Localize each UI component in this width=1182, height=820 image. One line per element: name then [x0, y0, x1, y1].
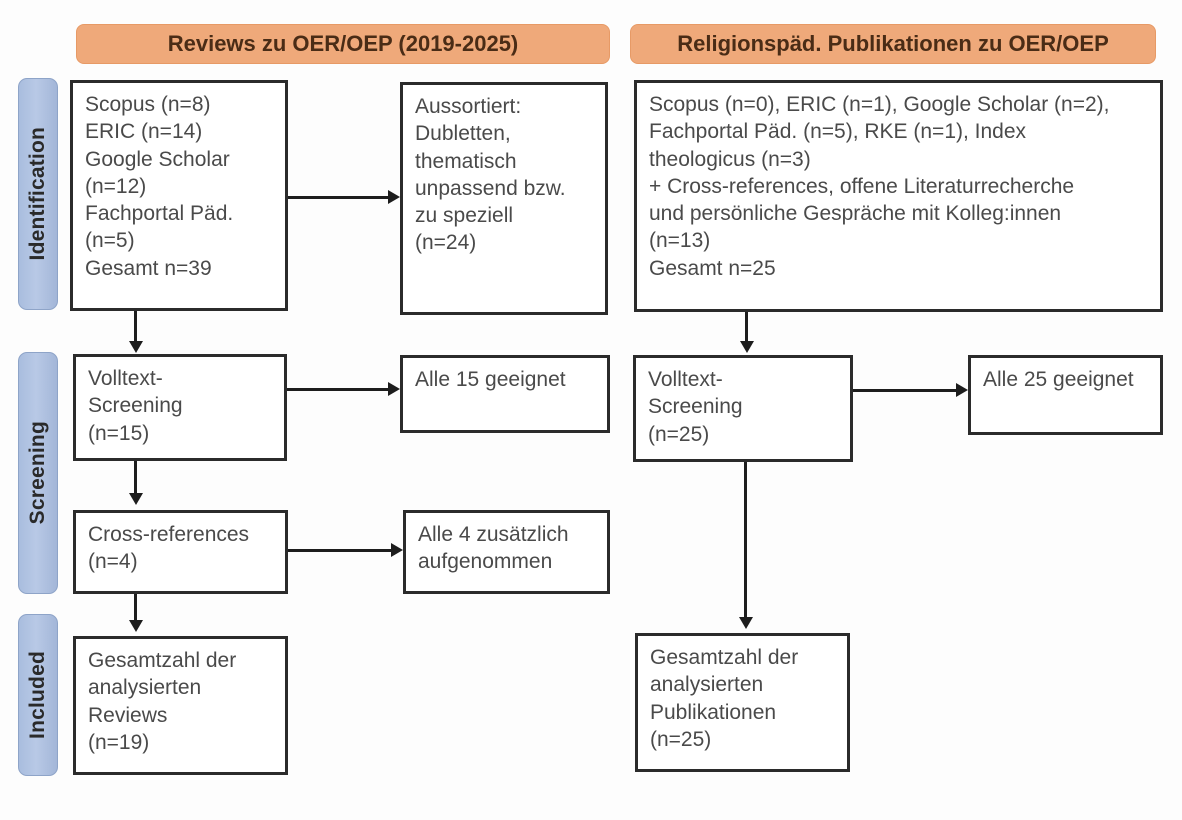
arrowhead-left-sources-to-excluded — [388, 190, 400, 204]
box-line: Alle 25 geeignet — [983, 368, 1134, 391]
box-line: Screening — [648, 395, 743, 419]
column-banner-reviews: Reviews zu OER/OEP (2019-2025) — [76, 24, 610, 64]
box-line: Gesamtzahl der — [650, 646, 799, 669]
box-line: (n=12) — [85, 174, 147, 198]
box-line: aufgenommen — [418, 550, 553, 574]
box-line: thematisch — [415, 149, 517, 173]
box-line: und persönliche Gespräche mit Kolleg:inn… — [649, 202, 1062, 226]
box-line: Gesamt n=25 — [649, 256, 776, 280]
right-included-total: Gesamtzahl der analysierten Publikatione… — [635, 633, 850, 772]
box-line: (n=13) — [649, 229, 711, 253]
arrowhead-right-fulltext-to-result — [956, 383, 968, 397]
connector-right-sources-to-fulltext — [745, 312, 748, 343]
box-line: (n=25) — [650, 727, 712, 751]
box-line: Gesamt n=39 — [85, 256, 212, 280]
box-line: Fachportal Päd. — [85, 202, 234, 226]
stage-bar-identification: Identification — [18, 78, 58, 310]
box-line: Cross-references — [88, 523, 250, 546]
connector-left-fulltext-to-crossrefs — [134, 461, 137, 494]
stage-label-screening: Screening — [26, 421, 49, 525]
box-line: Aussortiert: — [415, 95, 522, 118]
box-line: (n=4) — [88, 550, 138, 574]
box-line: Fachportal Päd. (n=5), RKE (n=1), Index — [649, 120, 1027, 144]
arrowhead-left-fulltext-to-result — [388, 382, 400, 396]
box-line: Volltext- — [88, 367, 163, 390]
left-fulltext-screening: Volltext- Screening (n=15) — [73, 354, 287, 461]
box-line: Scopus (n=0), ERIC (n=1), Google Scholar… — [649, 93, 1110, 116]
right-fulltext-screening: Volltext- Screening (n=25) — [633, 355, 853, 462]
box-line: ERIC (n=14) — [85, 120, 203, 144]
left-cross-references-result: Alle 4 zusätzlich aufgenommen — [403, 510, 610, 594]
arrowhead-left-crossrefs-to-result — [391, 543, 403, 557]
right-identification-sources: Scopus (n=0), ERIC (n=1), Google Scholar… — [634, 80, 1163, 312]
left-fulltext-result: Alle 15 geeignet — [400, 355, 610, 433]
arrowhead-right-fulltext-to-included — [739, 617, 753, 629]
box-line: Reviews — [88, 703, 168, 727]
left-identification-sources: Scopus (n=8) ERIC (n=14) Google Scholar … — [70, 80, 288, 311]
box-line: Gesamtzahl der — [88, 649, 237, 672]
stage-bar-screening: Screening — [18, 352, 58, 594]
box-line: Volltext- — [648, 368, 723, 391]
column-banner-religionspaed-label: Religionspäd. Publikationen zu OER/OEP — [677, 31, 1109, 56]
box-line: (n=5) — [85, 229, 135, 253]
box-line: Alle 4 zusätzlich — [418, 523, 569, 546]
box-line: (n=19) — [88, 730, 150, 754]
connector-right-fulltext-to-result — [853, 389, 956, 392]
stage-label-included: Included — [26, 651, 49, 739]
box-line: Dubletten, — [415, 122, 511, 146]
box-line: analysierten — [88, 676, 202, 700]
connector-left-fulltext-to-result — [287, 388, 388, 391]
box-line: Scopus (n=8) — [85, 93, 211, 116]
column-banner-reviews-label: Reviews zu OER/OEP (2019-2025) — [167, 31, 519, 56]
box-line: unpassend bzw. — [415, 176, 566, 200]
box-line: Publikationen — [650, 700, 777, 724]
stage-label-identification: Identification — [26, 127, 49, 261]
arrowhead-left-crossrefs-to-included — [129, 620, 143, 632]
left-included-total: Gesamtzahl der analysierten Reviews (n=1… — [73, 636, 288, 775]
box-line: Alle 15 geeignet — [415, 368, 566, 391]
column-banner-religionspaed: Religionspäd. Publikationen zu OER/OEP — [630, 24, 1156, 64]
connector-left-crossrefs-to-included — [134, 594, 137, 622]
box-line: analysierten — [650, 673, 764, 697]
arrowhead-left-fulltext-to-crossrefs — [129, 493, 143, 505]
box-line: zu speziell — [415, 204, 514, 228]
right-fulltext-result: Alle 25 geeignet — [968, 355, 1163, 435]
box-line: Screening — [88, 394, 183, 418]
box-line: theologicus (n=3) — [649, 147, 811, 171]
left-excluded: Aussortiert: Dubletten, thematisch unpas… — [400, 82, 608, 315]
box-line: (n=25) — [648, 422, 710, 446]
arrowhead-right-sources-to-fulltext — [740, 341, 754, 353]
box-line: Google Scholar — [85, 147, 230, 171]
connector-right-fulltext-to-included — [744, 462, 747, 619]
left-cross-references: Cross-references (n=4) — [73, 510, 288, 594]
box-line: (n=15) — [88, 421, 150, 445]
connector-left-sources-to-excluded — [288, 196, 388, 199]
connector-left-sources-to-fulltext — [134, 311, 137, 343]
arrowhead-left-sources-to-fulltext — [129, 341, 143, 353]
box-line: (n=24) — [415, 231, 477, 255]
stage-bar-included: Included — [18, 614, 58, 776]
box-line: + Cross-references, offene Literaturrech… — [649, 174, 1075, 198]
connector-left-crossrefs-to-result — [288, 549, 391, 552]
